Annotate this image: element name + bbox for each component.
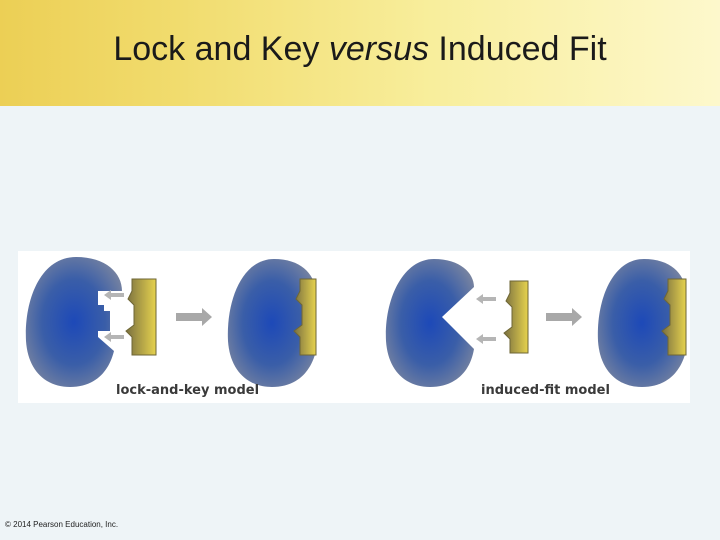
arrows-induced-fit	[476, 294, 496, 344]
title-italic-word: versus	[328, 30, 429, 68]
forward-arrow-induced-fit	[546, 308, 582, 326]
enzyme-substrate-complex-induced	[597, 259, 686, 387]
enzyme-diagram	[25, 257, 687, 387]
slide-title: Lock and Key versus Induced Fit	[0, 30, 720, 69]
arrows-lock-and-key	[104, 290, 124, 342]
enzyme-induced-fit	[385, 259, 474, 387]
forward-arrow-lock-and-key	[176, 308, 212, 326]
substrate-lock-and-key	[125, 278, 157, 356]
enzyme-models-figure: lock-and-key model induced-fit model	[18, 251, 690, 403]
induced-fit-caption: induced-fit model	[481, 383, 610, 398]
title-part-1: Lock and Key	[113, 30, 329, 68]
title-part-2: Induced Fit	[428, 30, 607, 68]
enzyme-substrate-complex-lock	[227, 259, 316, 387]
substrate-bound-lock	[293, 278, 317, 356]
substrate-bound-induced	[661, 278, 687, 356]
lock-and-key-caption: lock-and-key model	[116, 383, 260, 398]
substrate-induced-fit	[503, 280, 529, 354]
enzyme-lock-and-key	[25, 257, 122, 387]
copyright-notice: © 2014 Pearson Education, Inc.	[5, 520, 119, 529]
title-bar: Lock and Key versus Induced Fit	[0, 0, 720, 106]
